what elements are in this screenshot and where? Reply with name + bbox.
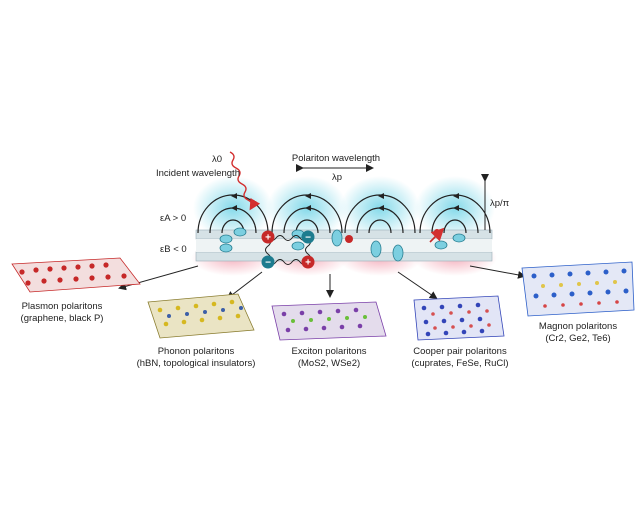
incident-wave	[229, 151, 261, 211]
lambda-p-pi-label: λp/π	[490, 198, 510, 209]
lattice-magnon	[521, 261, 635, 317]
charge-pairs: + + − −	[261, 227, 445, 269]
field-arrowheads	[231, 193, 459, 211]
lattice-hbn	[147, 293, 255, 339]
phonon-subtitle: (hBN, topological insulators)	[137, 358, 256, 369]
magnon-title: Magnon polaritons	[539, 321, 617, 332]
exciton-subtitle: (MoS2, WSe2)	[298, 358, 360, 369]
plus-charge-label: +	[265, 233, 271, 244]
charge-carriers	[219, 227, 466, 262]
magnon-subtitle: (Cr2, Ge2, Te6)	[545, 333, 610, 344]
epsilon-b-label: εB < 0	[160, 244, 187, 255]
connector-arrows	[118, 265, 526, 300]
minus-charge-label: −	[265, 258, 271, 269]
incident-wavelength-label: Incident wavelength	[156, 168, 240, 179]
phonon-title: Phonon polaritons	[158, 346, 235, 357]
plasmon-title: Plasmon polaritons	[22, 301, 103, 312]
exciton-title: Exciton polaritons	[292, 346, 367, 357]
cooper-title: Cooper pair polaritons	[413, 346, 507, 357]
lambda-p-label: λp	[332, 172, 342, 183]
epsilon-a-label: εA > 0	[160, 213, 186, 224]
lattice-graphene	[11, 257, 141, 293]
polariton-wavelength-label: Polariton wavelength	[292, 153, 380, 164]
minus-charge-label: −	[305, 233, 311, 244]
lattice-mos2	[271, 301, 387, 341]
plasmon-subtitle: (graphene, black P)	[21, 313, 104, 324]
lambda0-label: λ0	[212, 154, 222, 165]
plus-charge-label: +	[305, 258, 311, 269]
lattice-cuprate	[413, 295, 505, 341]
cooper-subtitle: (cuprates, FeSe, RuCl)	[411, 358, 508, 369]
